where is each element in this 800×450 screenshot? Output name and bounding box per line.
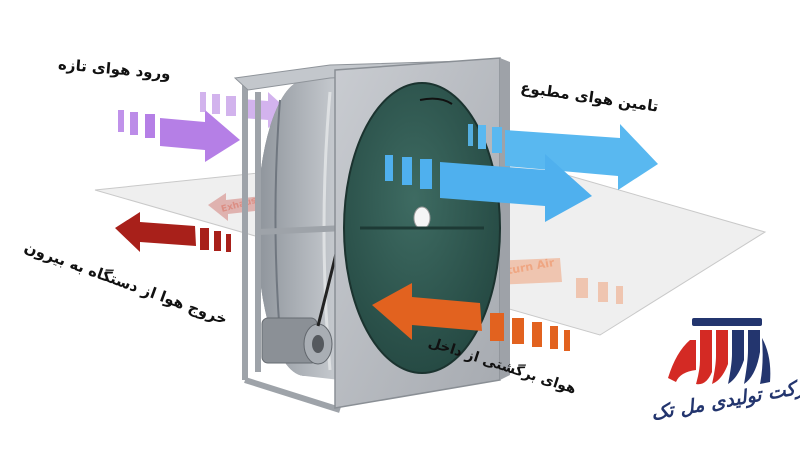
supply-air-arrow-upper [468, 124, 658, 190]
return-air-arrow [372, 283, 570, 351]
fresh-air-arrow [118, 110, 240, 162]
company-logo-mark [668, 318, 771, 385]
exhaust-air-arrow [115, 212, 231, 252]
wheel-hub [413, 206, 431, 230]
supply-air-arrow-lower [385, 154, 592, 222]
rotation-indicator [419, 97, 453, 105]
drive-motor [261, 317, 333, 365]
exhaust-faint-arrow [208, 193, 264, 221]
